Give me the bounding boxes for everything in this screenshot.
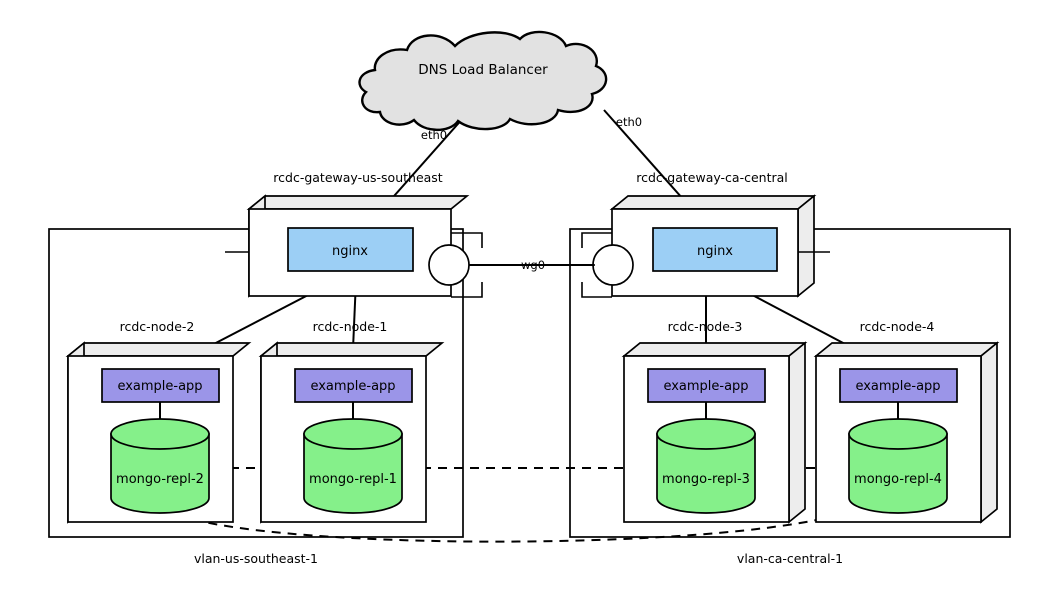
- dns-load-balancer-cloud: DNS Load Balancer: [358, 30, 608, 132]
- rcdc-node-3-database-icon: [656, 418, 756, 514]
- wg0-label: wg0: [521, 258, 545, 272]
- nginx-left-label: nginx: [332, 244, 368, 259]
- eth0-right-label: eth0: [616, 115, 642, 129]
- nginx-right-label: nginx: [697, 244, 733, 259]
- rcdc-node-2-database-icon: [110, 418, 210, 514]
- node-rcdc-node-3[interactable]: rcdc-node-3 example-app mongo-repl-3: [621, 319, 808, 524]
- rcdc-node-2-app-label: example-app: [117, 379, 202, 394]
- rcdc-node-1-database-icon: [303, 418, 403, 514]
- interface-port-right-icon: [592, 244, 634, 286]
- gateway-ca-central[interactable]: rcdc-gateway-ca-central nginx: [581, 170, 830, 298]
- cloud-label: DNS Load Balancer: [418, 62, 548, 78]
- eth0-left-label: eth0: [421, 128, 447, 142]
- gateway-us-southeast[interactable]: rcdc-gateway-us-southeast nginx: [225, 170, 483, 298]
- gateway-ca-central-label: rcdc-gateway-ca-central: [636, 170, 788, 185]
- rcdc-node-4-app-label: example-app: [855, 379, 940, 394]
- rcdc-node-4-db-label: mongo-repl-4: [854, 472, 942, 487]
- gateway-us-southeast-label: rcdc-gateway-us-southeast: [273, 170, 443, 185]
- rcdc-node-1-app-label: example-app: [310, 379, 395, 394]
- rcdc-node-3-app-label: example-app: [663, 379, 748, 394]
- rcdc-node-1-db-label: mongo-repl-1: [309, 472, 397, 487]
- interface-port-left-icon: [428, 244, 470, 286]
- vlan-us-southeast-1-label: vlan-us-southeast-1: [194, 551, 318, 566]
- node-rcdc-node-1[interactable]: rcdc-node-1 example-app mongo-repl-1: [258, 319, 445, 524]
- node-rcdc-node-4[interactable]: rcdc-node-4 example-app mongo-repl-4: [813, 319, 1000, 524]
- rcdc-node-4-label: rcdc-node-4: [860, 319, 935, 334]
- rcdc-node-1-label: rcdc-node-1: [313, 319, 388, 334]
- vlan-ca-central-1-label: vlan-ca-central-1: [737, 551, 843, 566]
- rcdc-node-3-db-label: mongo-repl-3: [662, 472, 750, 487]
- rcdc-node-4-database-icon: [848, 418, 948, 514]
- node-rcdc-node-2[interactable]: rcdc-node-2 example-app mongo-repl-2: [65, 319, 252, 524]
- rcdc-node-2-label: rcdc-node-2: [120, 319, 195, 334]
- rcdc-node-3-label: rcdc-node-3: [668, 319, 743, 334]
- rcdc-node-2-db-label: mongo-repl-2: [116, 472, 204, 487]
- link-mongo-replication-curve: [162, 506, 863, 543]
